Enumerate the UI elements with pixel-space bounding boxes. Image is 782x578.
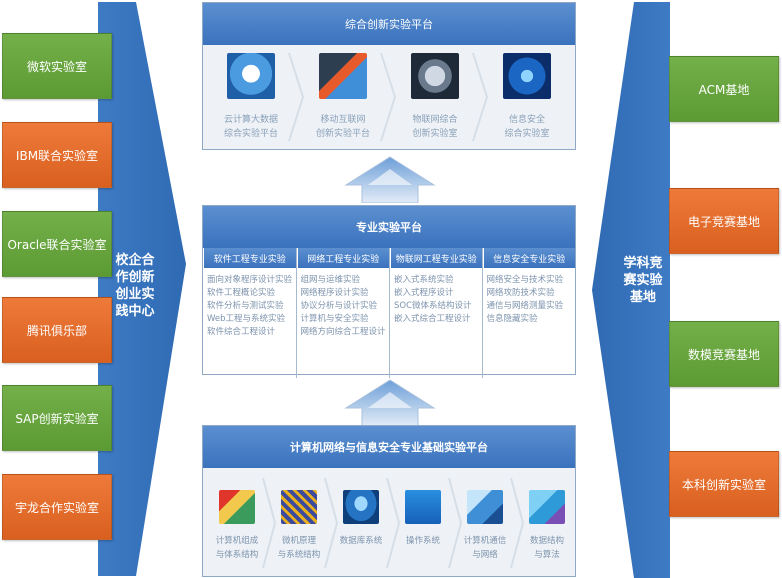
bottom-tile-computer-organization[interactable]: 计算机组成与体系结构 [205,468,267,578]
network-globe-icon [411,53,459,99]
cloud-icon [227,53,275,99]
lab-box-tencent[interactable]: 腾讯俱乐部 [2,297,112,363]
left-big-arrow [98,2,190,576]
middle-platform-panel: 专业实验平台 软件工程专业实验 面向对象程序设计实验 软件工程概论实验 软件分析… [202,205,576,378]
column-network-engineering: 网络工程专业实验 组网与运维实验 网络程序设计实验 协议分析与设计实验 计算机与… [296,248,390,378]
bottom-tile-operating-system[interactable]: 操作系统 [391,468,453,578]
up-arrow-bottom [344,379,436,426]
top-platform-title: 综合创新实验平台 [203,3,575,45]
lab-box-microsoft[interactable]: 微软实验室 [2,33,112,99]
database-icon [343,490,379,524]
network-switch-icon [467,490,503,524]
top-tile-security[interactable]: 信息安全综合实验室 [481,45,571,150]
bottom-tile-microcomputer[interactable]: 微机原理与系统结构 [267,468,329,578]
bottom-tile-data-structures[interactable]: 数据结构与算法 [515,468,577,578]
base-box-electronics[interactable]: 电子竞赛基地 [669,188,779,254]
right-big-arrow [592,2,670,578]
lab-box-yulong[interactable]: 宇龙合作实验室 [2,474,112,540]
base-box-math-modeling[interactable]: 数模竞赛基地 [669,321,779,387]
base-box-undergrad-innovation[interactable]: 本科创新实验室 [669,451,779,517]
column-software-engineering: 软件工程专业实验 面向对象程序设计实验 软件工程概论实验 软件分析与测试实验 W… [203,248,297,378]
linux-icon [405,490,441,524]
data-cubes-icon [529,490,565,524]
top-tile-iot[interactable]: 物联网综合创新实验室 [389,45,479,150]
bottom-platform-panel: 计算机网络与信息安全专业基础实验平台 计算机组成与体系结构 微机原理与系统结构 … [202,425,576,577]
base-box-acm[interactable]: ACM基地 [669,56,779,122]
mobile-icon [319,53,367,99]
lab-box-oracle[interactable]: Oracle联合实验室 [2,211,112,277]
circuit-board-icon [219,490,255,524]
top-platform-panel: 综合创新实验平台 云计算大数据综合实验平台 移动互联网创新实验平台 物联网综合创… [202,2,576,150]
bottom-platform-title: 计算机网络与信息安全专业基础实验平台 [203,426,575,468]
lab-box-ibm[interactable]: IBM联合实验室 [2,122,112,188]
right-center-label: 学科竞 赛实验 基地 [623,256,663,305]
lab-box-sap[interactable]: SAP创新实验室 [2,385,112,451]
middle-platform-title: 专业实验平台 [203,206,575,248]
column-iot-engineering: 物联网工程专业实验 嵌入式系统实验 嵌入式程序设计 SOC微体系结构设计 嵌入式… [390,248,483,378]
lock-icon [503,53,551,99]
chevron-separators-bottom [262,477,525,569]
top-tile-mobile[interactable]: 移动互联网创新实验平台 [297,45,387,150]
top-tile-cloud[interactable]: 云计算大数据综合实验平台 [205,45,295,150]
chip-icon [281,490,317,524]
column-information-security: 信息安全专业实验 网络安全与技术实验 网络攻防技术实验 通信与网络测量实验 信息… [482,248,575,378]
left-center-label: 校企合 作创新 创业实 践中心 [115,253,155,319]
bottom-tile-computer-communication[interactable]: 计算机通信与网络 [453,468,515,578]
up-arrow-top [344,156,436,203]
chevron-separators [288,52,489,142]
bottom-tile-database[interactable]: 数据库系统 [329,468,391,578]
